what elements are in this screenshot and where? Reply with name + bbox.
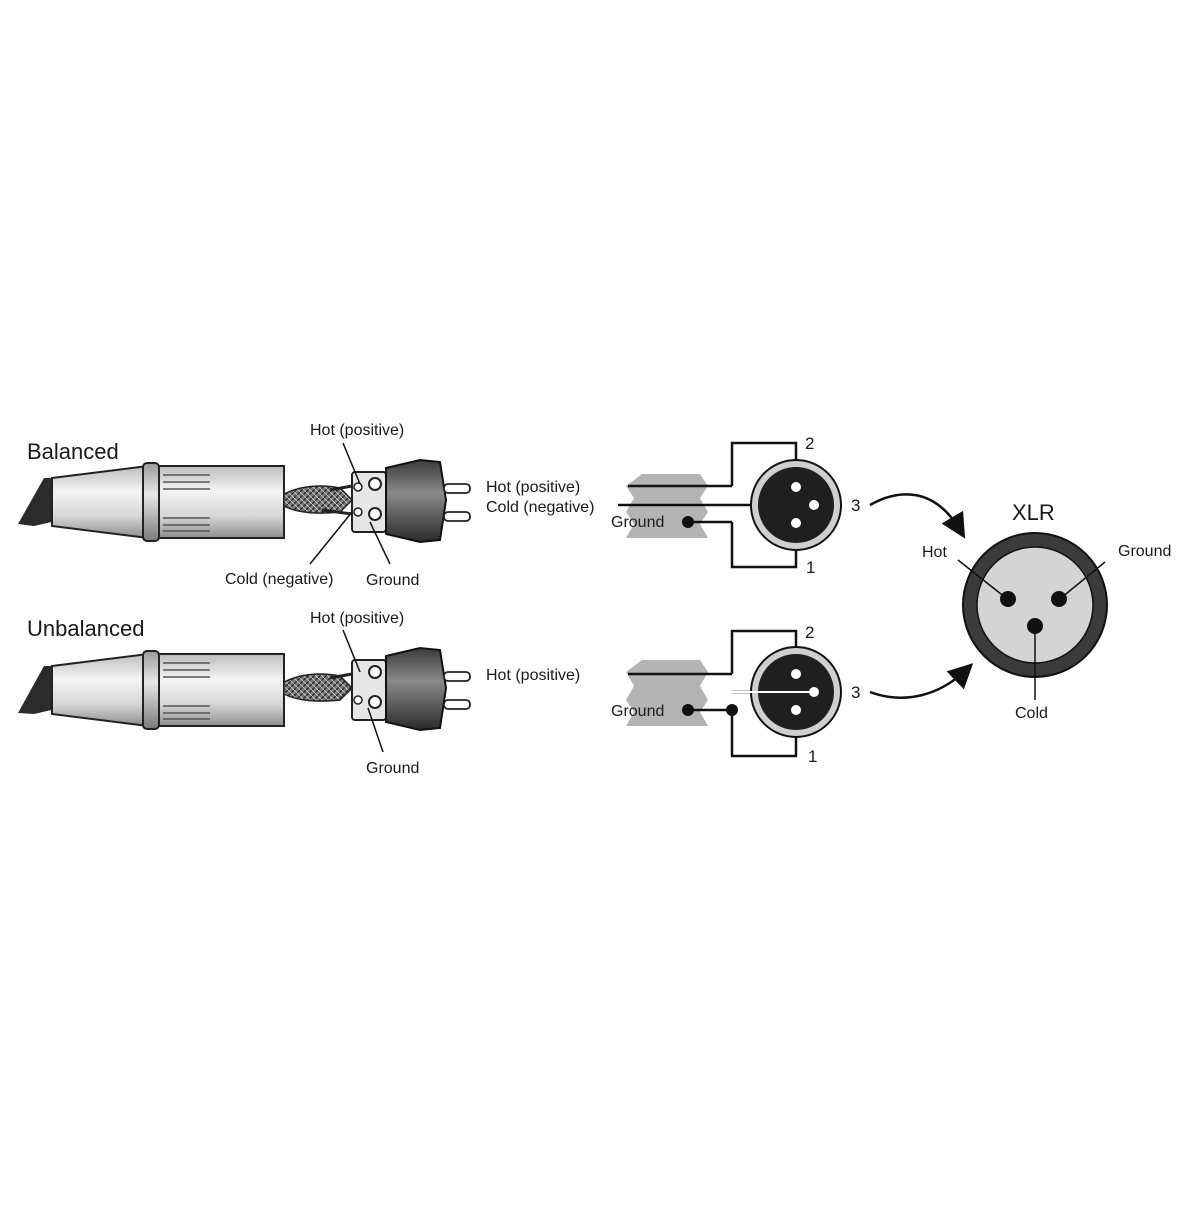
balanced-plug-illustration: Balanced Hot (positive) — [18, 422, 471, 589]
unbalanced-hot-label: Hot (positive) — [310, 610, 404, 627]
xlr-face: XLR Hot Ground Cold — [922, 500, 1171, 722]
balanced-wiring-hot-label: Hot (positive) — [486, 479, 580, 496]
balanced-wiring-cold-label: Cold (negative) — [486, 499, 595, 516]
unbalanced-pin2-label: 2 — [805, 623, 814, 642]
unbalanced-pin1-label: 1 — [808, 747, 817, 766]
xlr-hot-label: Hot — [922, 544, 947, 561]
balanced-wiring-ground-label: Ground — [611, 514, 664, 531]
unbalanced-title: Unbalanced — [27, 616, 144, 641]
arrow-to-xlr-bottom — [869, 663, 974, 699]
unbalanced-wiring-hot-label: Hot (positive) — [486, 667, 580, 684]
balanced-pin1-label: 1 — [806, 558, 815, 577]
unbalanced-cable — [18, 666, 60, 714]
xlr-ground-pin — [1051, 591, 1067, 607]
unbalanced-ground-label: Ground — [366, 760, 419, 777]
arrow-to-xlr-top — [869, 493, 966, 539]
unbalanced-wiring-ground-label: Ground — [611, 703, 664, 720]
balanced-title: Balanced — [27, 439, 119, 464]
xlr-title: XLR — [1012, 500, 1055, 525]
unbalanced-wiring-schematic: Hot (positive) Ground 2 3 1 — [486, 623, 860, 766]
balanced-wiring-schematic: Hot (positive) Cold (negative) Ground 2 … — [486, 434, 860, 577]
xlr-ground-label: Ground — [1118, 543, 1171, 560]
unbalanced-pin3-label: 3 — [851, 683, 860, 702]
unbalanced-plug-illustration: Unbalanced Hot (positive) Ground — [18, 610, 471, 777]
balanced-cable — [18, 478, 60, 526]
xlr-hot-pin — [1000, 591, 1016, 607]
balanced-pin3-label: 3 — [851, 496, 860, 515]
balanced-hot-label: Hot (positive) — [310, 422, 404, 439]
balanced-pin2-label: 2 — [805, 434, 814, 453]
xlr-cold-label: Cold — [1015, 705, 1048, 722]
balanced-ground-label: Ground — [366, 572, 419, 589]
balanced-cold-label: Cold (negative) — [225, 571, 334, 588]
